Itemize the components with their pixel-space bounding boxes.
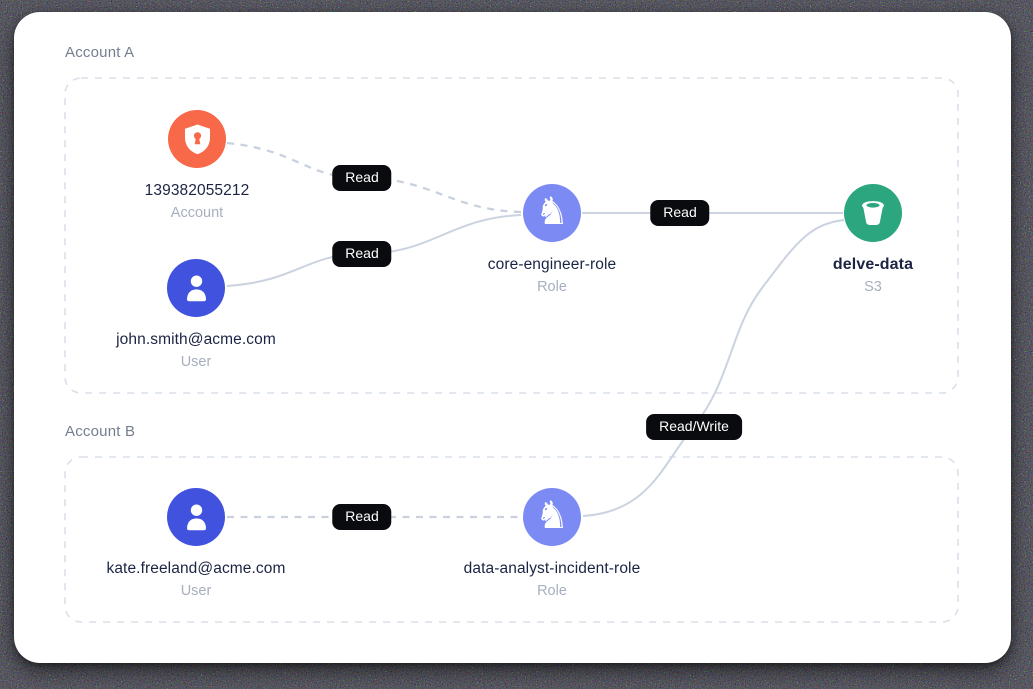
- group-box-account-b: [64, 456, 959, 623]
- user-icon: [167, 259, 225, 317]
- node-name-label: delve-data: [832, 256, 914, 273]
- group-box-account-a: [64, 77, 959, 394]
- node-type-label: Account: [170, 205, 224, 221]
- chess-knight-icon: ♞: [523, 184, 581, 242]
- node-name-label: kate.freeland@acme.com: [106, 560, 286, 577]
- group-label-account-b: Account B: [65, 423, 136, 440]
- edge-permission-badge-read: Read: [332, 241, 392, 267]
- edge-role-data-analyst-incident-to-s3-delve-data: [582, 219, 845, 517]
- edge-permission-badge-read: Read: [332, 165, 392, 191]
- user-icon: [167, 488, 225, 546]
- edge-permission-badge-read-write: Read/Write: [646, 414, 742, 440]
- node-type-label: Role: [537, 583, 567, 599]
- node-name-label: 139382055212: [144, 182, 250, 199]
- node-type-label: S3: [864, 279, 882, 295]
- node-type-label: User: [180, 583, 212, 599]
- node-type-label: Role: [537, 279, 567, 295]
- bucket-icon: [844, 184, 902, 242]
- node-name-label: john.smith@acme.com: [116, 331, 276, 348]
- group-label-account-a: Account A: [65, 44, 135, 61]
- chess-knight-icon: ♞: [523, 488, 581, 546]
- shield-lock-icon: [168, 110, 226, 168]
- node-type-label: User: [180, 354, 212, 370]
- edge-permission-badge-read: Read: [332, 504, 392, 530]
- edge-permission-badge-read: Read: [650, 200, 710, 226]
- node-name-label: data-analyst-incident-role: [463, 560, 641, 577]
- node-name-label: core-engineer-role: [487, 256, 617, 273]
